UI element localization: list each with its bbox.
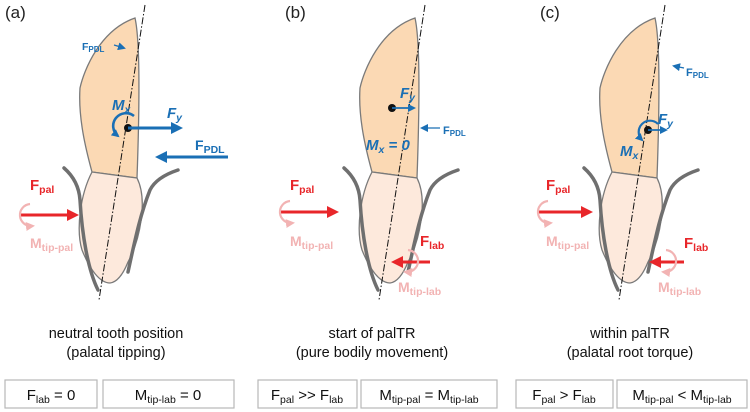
box-b-1-text: Fpal >> Flab xyxy=(271,387,343,406)
fpdl-top-arrow-a xyxy=(113,42,126,51)
fpal-label-a: Fpal xyxy=(30,177,54,196)
tooth-b xyxy=(342,4,460,301)
box-a-1 xyxy=(4,379,98,409)
fy-label-a: Fy xyxy=(167,105,183,124)
mx-moment-arrow-c xyxy=(634,119,659,142)
bone-right-c xyxy=(646,168,700,274)
box-a-1-text: Flab = 0 xyxy=(27,387,76,406)
caption-b-line1: start of palTR xyxy=(328,326,415,342)
mx-label-a: Mx xyxy=(112,97,132,116)
panel-a: (a) FPDL Mx Fy FPDL Fpal Mtip-pal neutra… xyxy=(4,3,235,409)
panel-a-label: (a) xyxy=(5,3,26,22)
caption-b-line2: (pure bodily movement) xyxy=(296,345,448,361)
fpal-label-b: Fpal xyxy=(290,177,314,196)
mx-label-b: Mx = 0 xyxy=(366,137,410,156)
bone-left-c xyxy=(582,166,620,292)
fpdl-label-c: FPDL xyxy=(686,67,709,80)
mx-label-c: Mx xyxy=(620,143,640,162)
flab-label-b: Flab xyxy=(420,233,444,252)
mtippal-label-c: Mtip-pal xyxy=(546,233,589,252)
box-c-2 xyxy=(616,379,748,409)
mx-moment-arrow-a xyxy=(110,111,135,138)
box-a-2 xyxy=(102,379,235,409)
box-a-2-text: Mtip-lab = 0 xyxy=(135,387,202,406)
fpdl-arrow-c xyxy=(672,63,685,72)
bone-right-a xyxy=(126,168,180,274)
mtiplab-label-b: Mtip-lab xyxy=(398,279,441,298)
caption-c-line1: within palTR xyxy=(589,326,670,342)
bone-left-a xyxy=(62,166,100,292)
mtiplab-moment-arrow-b xyxy=(403,248,420,278)
fy-label-c: Fy xyxy=(658,111,674,130)
bone-left-b xyxy=(342,166,380,292)
flab-label-c: Flab xyxy=(684,235,708,254)
fy-label-b: Fy xyxy=(400,85,416,104)
mtiplab-label-c: Mtip-lab xyxy=(658,279,701,298)
mtippal-moment-arrow-a xyxy=(18,202,35,232)
bone-right-b xyxy=(406,168,460,274)
box-c-1-text: Fpal > Flab xyxy=(532,387,596,406)
panel-b-label: (b) xyxy=(285,3,306,22)
caption-a-line2: (palatal tipping) xyxy=(66,345,165,361)
box-b-1 xyxy=(257,379,358,409)
box-c-2-text: Mtip-pal < Mtip-lab xyxy=(632,387,731,406)
mtippal-label-b: Mtip-pal xyxy=(290,233,333,252)
mtippal-moment-arrow-b xyxy=(278,199,295,229)
caption-a-line1: neutral tooth position xyxy=(49,326,184,342)
mtiplab-moment-arrow-c xyxy=(661,248,678,278)
panel-c-label: (c) xyxy=(540,3,560,22)
tooth-c xyxy=(582,4,700,301)
caption-c-line2: (palatal root torque) xyxy=(567,345,694,361)
panel-c: (c) FPDL Fy Mx Fpal Mtip-pal Flab Mtip-l… xyxy=(515,3,748,409)
panel-b: (b) Fy FPDL Mx = 0 Fpal Mtip-pal Flab Mt… xyxy=(257,3,498,409)
mtippal-label-a: Mtip-pal xyxy=(30,235,73,254)
mtippal-moment-arrow-c xyxy=(536,199,553,229)
tooth-a xyxy=(62,4,180,301)
fpal-label-c: Fpal xyxy=(546,177,570,196)
box-b-2 xyxy=(360,379,498,409)
box-c-1 xyxy=(515,379,614,409)
box-b-2-text: Mtip-pal = Mtip-lab xyxy=(379,387,478,406)
fpdl-label-b: FPDL xyxy=(443,125,466,138)
fpdl-top-label-a: FPDL xyxy=(82,41,105,54)
fpdl-right-label-a: FPDL xyxy=(195,137,225,156)
